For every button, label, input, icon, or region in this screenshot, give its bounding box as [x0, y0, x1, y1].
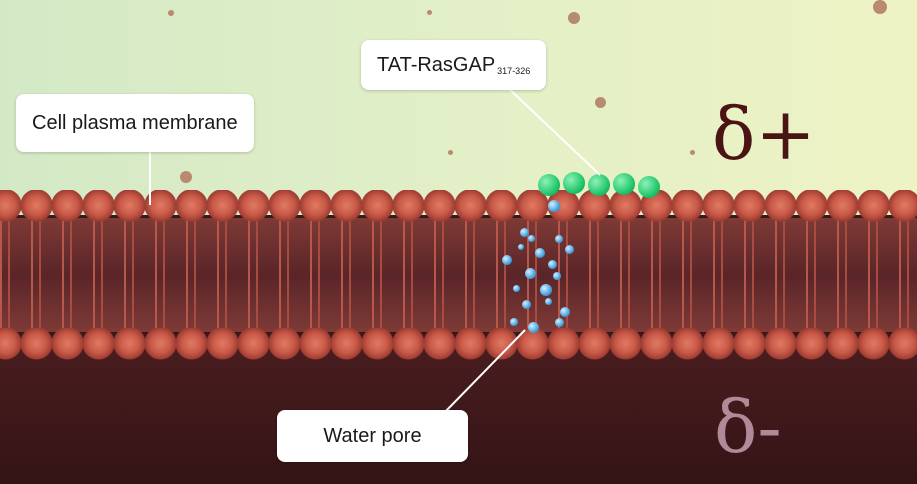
outer-lipid-heads [0, 190, 917, 224]
peptide-residues: 317-326 [497, 66, 531, 76]
water-molecule [545, 298, 552, 305]
water-molecule [555, 235, 563, 243]
membrane-label: Cell plasma membrane [16, 94, 254, 152]
negative-charge-label: δ- [714, 385, 782, 469]
water-molecule [553, 272, 561, 280]
water-molecule [528, 235, 535, 242]
water-molecule [525, 268, 536, 279]
water-molecule [535, 248, 545, 258]
water-molecule [565, 245, 574, 254]
peptide-name: TAT-RasGAP [377, 53, 496, 76]
water-molecule [513, 285, 520, 292]
water-molecule [548, 200, 560, 212]
water-molecule [522, 300, 531, 309]
inner-lipid-heads [0, 328, 917, 362]
positive-charge-label: δ+ [712, 92, 816, 176]
water-molecule [520, 228, 529, 237]
water-molecule [528, 322, 539, 333]
water-molecule [555, 318, 564, 327]
water-pore-label: Water pore [277, 410, 468, 462]
water-molecule [502, 255, 512, 265]
lipid-bilayer [0, 190, 917, 365]
water-molecule [540, 284, 552, 296]
water-molecule [548, 260, 557, 269]
lipid-tails [0, 218, 917, 332]
water-molecule [560, 307, 570, 317]
water-molecule [510, 318, 518, 326]
water-molecule [518, 244, 524, 250]
